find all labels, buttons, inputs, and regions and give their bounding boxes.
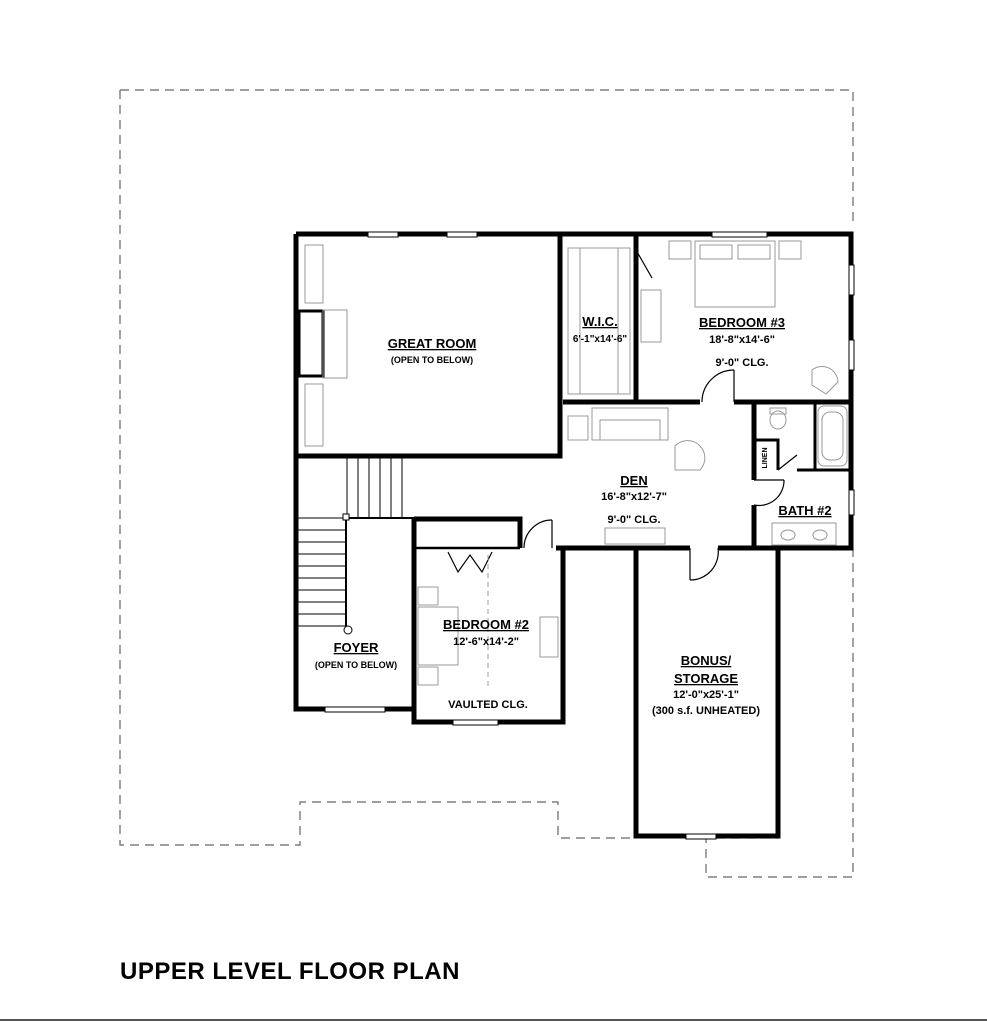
- stairs: [298, 456, 414, 635]
- doors: [447, 249, 798, 581]
- bedroom3-name: BEDROOM #3: [699, 315, 785, 330]
- wic-name: W.I.C.: [582, 314, 617, 329]
- wic-size: 6'-1"x14'-6": [573, 334, 628, 345]
- foyer-note: (OPEN TO BELOW): [315, 660, 397, 670]
- bedroom3-ceiling: 9'-0" CLG.: [715, 357, 768, 369]
- lower-level-outline: [119, 89, 854, 878]
- bonus-name-line2: STORAGE: [674, 671, 738, 686]
- bedroom2-size: 12'-6"x14'-2": [453, 636, 519, 648]
- bedroom2-ceiling: VAULTED CLG.: [448, 699, 528, 711]
- foyer-name: FOYER: [334, 640, 379, 655]
- room-labels: GREAT ROOM (OPEN TO BELOW) W.I.C. 6'-1"x…: [315, 314, 832, 717]
- plan-title: UPPER LEVEL FLOOR PLAN: [120, 958, 460, 985]
- bonus-name-line1: BONUS/: [681, 653, 732, 668]
- den-ceiling: 9'-0" CLG.: [607, 514, 660, 526]
- bedroom2-name: BEDROOM #2: [443, 617, 529, 632]
- bath2-name: BATH #2: [778, 503, 831, 518]
- great-room-note: (OPEN TO BELOW): [391, 355, 473, 365]
- bedroom3-size: 18'-8"x14'-6": [709, 334, 775, 346]
- den-size: 16'-8"x12'-7": [601, 491, 667, 503]
- walls: [293, 231, 854, 839]
- bonus-size: 12'-0"x25'-1": [673, 689, 739, 701]
- great-room-name: GREAT ROOM: [388, 336, 477, 351]
- den-name: DEN: [620, 473, 647, 488]
- windows: [324, 231, 855, 840]
- linen-label: LINEN: [762, 448, 769, 469]
- bottom-rule: [0, 1019, 987, 1021]
- bonus-note: (300 s.f. UNHEATED): [652, 705, 760, 717]
- interior-walls: [297, 309, 851, 472]
- furniture: [304, 240, 848, 690]
